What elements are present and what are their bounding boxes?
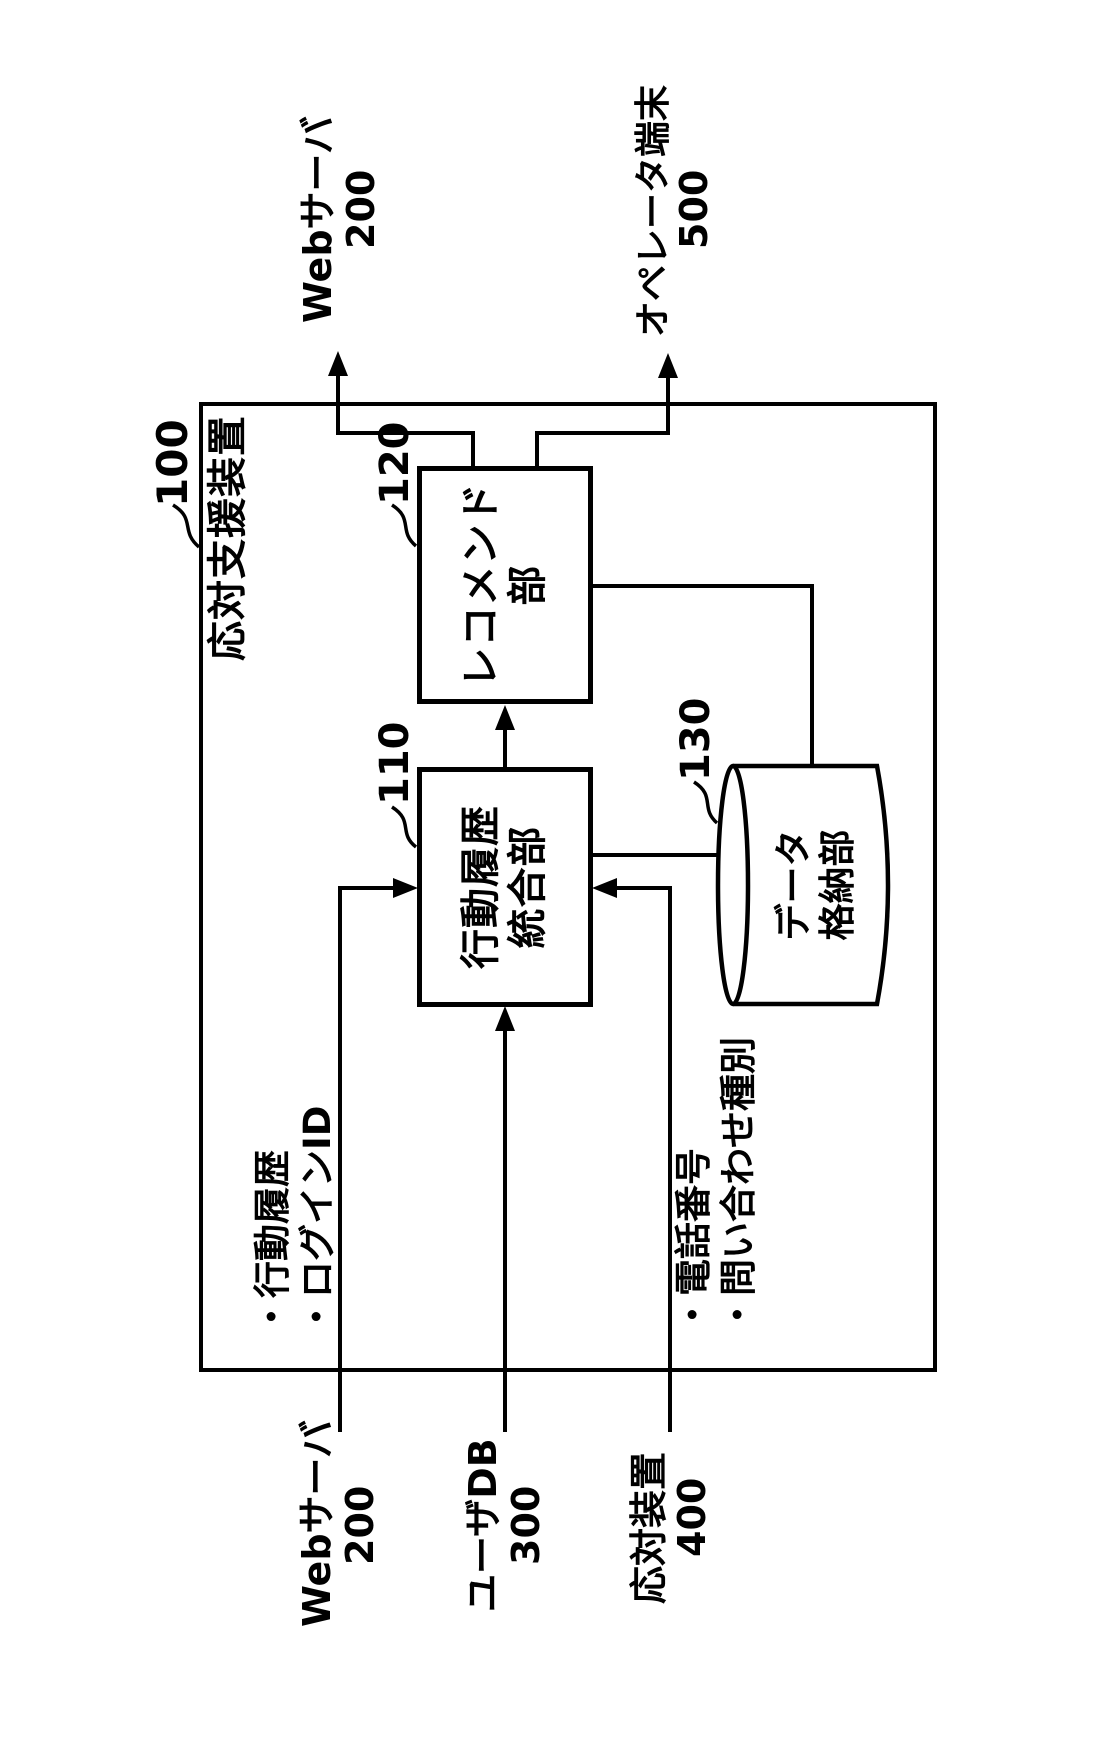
datastore-label-line2: 格納部 xyxy=(816,829,860,941)
response-input-line xyxy=(616,886,672,1432)
ref-100: 100 xyxy=(148,419,197,507)
ref-110-leader xyxy=(391,805,418,849)
datastore-cylinder xyxy=(715,763,891,1007)
datastore-label-line1: データ xyxy=(772,829,815,941)
output-web-server-name: Webサーバ xyxy=(296,115,340,323)
ref-100-leader xyxy=(172,503,201,549)
datastore-cylinder-top xyxy=(715,763,751,1007)
integrator-label-line2: 統合部 xyxy=(505,825,551,949)
input-web-server-name: Webサーバ xyxy=(295,1419,339,1627)
web-input-annotation-line1: ・行動履歴 xyxy=(251,1150,294,1335)
ref-120-leader xyxy=(391,503,418,548)
web-input-arrowhead xyxy=(393,878,418,898)
ref-120: 120 xyxy=(372,421,418,506)
ref-130-leader xyxy=(693,780,719,825)
datastore-label: データ 格納部 xyxy=(772,766,861,1004)
input-web-server-ref: 200 xyxy=(338,1485,382,1565)
output-web-server-ref: 200 xyxy=(339,169,383,249)
integrator-to-recommender-arrowhead xyxy=(495,705,515,730)
input-user-db-ref: 300 xyxy=(504,1485,548,1565)
ref-110: 110 xyxy=(372,721,418,806)
integrator-label-line1: 行動履歴 xyxy=(457,805,504,969)
input-response-device-ref: 400 xyxy=(670,1477,714,1557)
integrator-block: 行動履歴 統合部 xyxy=(417,767,593,1007)
web-output-line xyxy=(336,375,475,466)
operator-output-line xyxy=(535,377,670,466)
phone-input-annotation-line1: ・電話番号 xyxy=(672,1148,715,1333)
operator-output-arrowhead xyxy=(658,353,678,378)
phone-input-annotation-line2: ・問い合わせ種別 xyxy=(717,1037,761,1333)
web-input-line xyxy=(338,886,394,1432)
phone-input-annotation: ・電話番号 ・問い合わせ種別 xyxy=(671,1037,761,1333)
system-title: 応対支援装置 xyxy=(205,415,251,661)
ref-130: 130 xyxy=(673,697,719,782)
output-operator-terminal-name: オペレータ端末 xyxy=(633,84,674,337)
input-user-db-name: ユーザDB xyxy=(461,1438,505,1612)
web-input-annotation: ・行動履歴 ・ログインID xyxy=(250,1106,340,1335)
recommender-label: レコメンド部 xyxy=(457,482,551,688)
recommender-block: レコメンド部 xyxy=(417,466,593,704)
output-operator-terminal-ref: 500 xyxy=(672,169,716,249)
input-response-device-name: 応対装置 xyxy=(627,1451,671,1604)
web-output-arrowhead xyxy=(328,351,348,376)
recommender-to-datastore-line xyxy=(592,584,814,764)
web-input-annotation-line2: ・ログインID xyxy=(296,1105,340,1335)
datastore-cylinder-body xyxy=(733,763,891,1007)
response-input-arrowhead xyxy=(592,878,617,898)
userdb-input-arrowhead xyxy=(495,1006,515,1031)
